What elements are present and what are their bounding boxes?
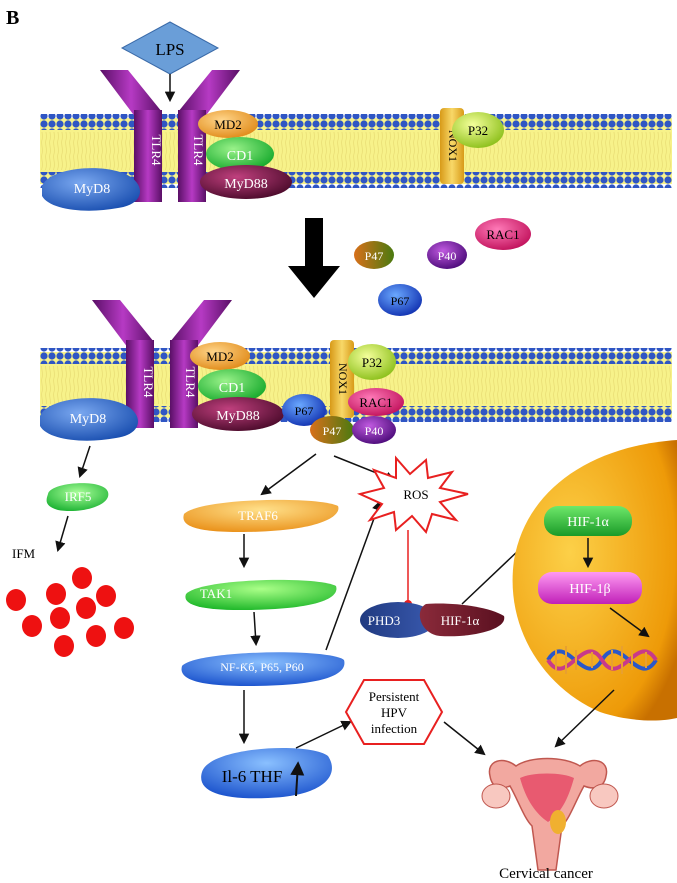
svg-text:HIF-1α: HIF-1α (441, 613, 480, 628)
svg-text:TRAF6: TRAF6 (238, 508, 278, 523)
svg-text:RAC1: RAC1 (359, 395, 392, 410)
svg-text:MyD88: MyD88 (216, 409, 260, 424)
activation-arrow (288, 218, 340, 298)
ifm-dots (6, 567, 134, 657)
hpv-infection-box: Persistent HPV infection (344, 679, 444, 745)
svg-text:MyD88: MyD88 (224, 177, 268, 192)
svg-text:MyD8: MyD8 (70, 412, 107, 427)
svg-text:PHD3: PHD3 (368, 613, 401, 628)
ifm-label: IFM (12, 546, 36, 561)
svg-text:MyD8: MyD8 (74, 182, 111, 197)
lower-p40: P40 (352, 416, 396, 444)
upper-myd8: MyD8 (42, 168, 140, 211)
svg-text:MD2: MD2 (206, 349, 233, 364)
svg-text:Persistent: Persistent (369, 689, 420, 704)
upper-md2: MD2 (198, 110, 258, 138)
lower-nox1: NOX1 (330, 340, 354, 418)
lower-myd8: MyD8 (40, 398, 138, 441)
hif1a-nucleus: HIF-1α (544, 506, 632, 536)
free-rac1: RAC1 (475, 218, 531, 250)
lower-p47: P47 (310, 416, 354, 444)
lower-myd88: MyD88 (192, 397, 284, 431)
uterus-icon (481, 757, 619, 871)
svg-text:P40: P40 (365, 424, 384, 438)
svg-text:IRF5: IRF5 (65, 489, 92, 504)
tak1: TAK1 (185, 579, 337, 610)
panel-label: B (6, 7, 19, 29)
svg-text:infection: infection (371, 721, 418, 736)
nfkb: NF-Ƙб, P65, P60 (181, 652, 345, 686)
svg-text:P47: P47 (323, 424, 342, 438)
svg-text:MD2: MD2 (214, 117, 241, 132)
ros-burst: ROS (356, 455, 469, 534)
phd3-hif1a-complex: PHD3 HIF-1α (360, 602, 505, 638)
svg-text:P47: P47 (365, 249, 384, 263)
dna-helix-icon (546, 646, 658, 674)
lower-tlr4-left-label: TLR4 (141, 366, 156, 398)
lower-rac1: RAC1 (348, 388, 404, 416)
upper-myd88: MyD88 (200, 165, 292, 199)
il6-thf: Il-6 THF (201, 748, 332, 799)
free-p47: P47 (354, 241, 394, 269)
svg-text:HIF-1α: HIF-1α (567, 515, 609, 530)
upper-tlr4-right-label: TLR4 (191, 134, 206, 166)
svg-text:P67: P67 (391, 294, 410, 308)
svg-text:NOX1: NOX1 (336, 363, 350, 395)
upper-cd1: CD1 (206, 137, 274, 171)
svg-text:CD1: CD1 (227, 149, 253, 164)
lower-md2: MD2 (190, 342, 250, 370)
traf6: TRAF6 (183, 499, 339, 532)
svg-text:HIF-1β: HIF-1β (569, 582, 610, 597)
svg-text:P32: P32 (468, 123, 488, 138)
lower-p32: P32 (348, 344, 396, 380)
svg-text:P67: P67 (295, 404, 314, 418)
free-p67: P67 (378, 284, 422, 316)
svg-text:HPV: HPV (381, 705, 408, 720)
svg-text:CD1: CD1 (219, 381, 245, 396)
svg-text:TAK1: TAK1 (200, 586, 232, 601)
lower-p67: P67 (282, 394, 326, 426)
lower-cd1: CD1 (198, 369, 266, 403)
irf5: IRF5 (46, 483, 109, 512)
lps-label: LPS (155, 40, 184, 59)
svg-text:NF-Ƙб, P65, P60: NF-Ƙб, P65, P60 (220, 660, 303, 674)
lower-tlr4-right-label: TLR4 (183, 366, 198, 398)
hif1b: HIF-1β (538, 572, 642, 604)
free-p40: P40 (427, 241, 467, 269)
lps-diamond: LPS (120, 21, 220, 103)
upper-tlr4-receptor: TLR4 TLR4 (100, 70, 240, 202)
svg-text:P32: P32 (362, 355, 382, 370)
svg-text:ROS: ROS (403, 487, 428, 502)
upper-p32: P32 (452, 112, 504, 148)
svg-text:P40: P40 (438, 249, 457, 263)
upper-tlr4-left-label: TLR4 (149, 134, 164, 166)
cervical-cancer-label: Cervical cancer (499, 866, 593, 882)
svg-text:RAC1: RAC1 (486, 227, 519, 242)
svg-text:Il-6 THF: Il-6 THF (222, 767, 283, 786)
